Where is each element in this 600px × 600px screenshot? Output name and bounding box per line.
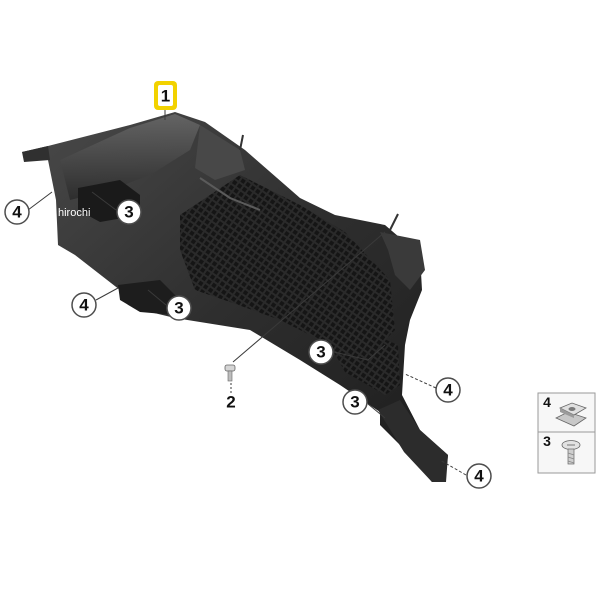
callout-part-1-label: 1: [161, 87, 170, 106]
callout-upper-left-4-label: 4: [12, 203, 22, 222]
callout-mid-right-4-label: 4: [443, 381, 453, 400]
legend-row-2-number: 3: [543, 433, 551, 449]
callout-part-2[interactable]: 2: [226, 393, 235, 412]
callout-mid-left-3-label: 3: [174, 299, 183, 318]
legend-row-clip-nut[interactable]: 4: [543, 394, 587, 427]
leader-ul-4: [27, 191, 53, 211]
legend-row-1-number: 4: [543, 394, 551, 410]
panel-left-tab: [22, 146, 50, 162]
ventilation-grille: [180, 175, 395, 355]
panel-lower-leg: [378, 400, 448, 482]
right-bracket: [380, 232, 425, 290]
leader-mr-3: [333, 344, 386, 361]
inner-rib: [199, 177, 261, 211]
leader-ml-3: [147, 289, 167, 306]
legend-row-screw[interactable]: 3: [543, 433, 581, 465]
callout-upper-left-3[interactable]: 3: [116, 199, 142, 225]
leader-mr-4: [404, 373, 437, 389]
clip-nut-icon: [555, 402, 587, 427]
callout-mid-right-3[interactable]: 3: [308, 339, 334, 365]
lower-grille: [330, 335, 400, 395]
panel-ridge: [195, 125, 245, 180]
callout-lower-3[interactable]: 3: [342, 389, 368, 415]
callout-upper-left-3-label: 3: [124, 203, 133, 222]
callout-mid-left-4-label: 4: [79, 296, 89, 315]
callout-lower-3-label: 3: [350, 393, 359, 412]
fastener-legend: 4 3: [537, 392, 596, 474]
stud-right: [389, 213, 399, 231]
callout-part-2-label: 2: [226, 393, 235, 412]
leader-2-long: [232, 231, 386, 363]
left-pocket-lower: [118, 280, 180, 315]
leader-lo-4: [439, 459, 467, 476]
watermark-text: hirochi: [58, 207, 90, 219]
leader-ml-4: [95, 287, 119, 301]
screw-icon: [561, 440, 581, 465]
callout-lower-4[interactable]: 4: [466, 463, 492, 489]
stud-top: [239, 134, 244, 151]
callout-lower-4-label: 4: [474, 467, 484, 486]
leader-lines: [27, 110, 467, 476]
leader-ul-3: [91, 191, 117, 211]
leader-lo-3: [367, 403, 386, 419]
panel-top-surface: [60, 114, 200, 200]
callout-mid-right-4[interactable]: 4: [435, 377, 461, 403]
screw-part-2: [224, 364, 236, 382]
callout-part-1[interactable]: 1: [154, 81, 177, 110]
callout-upper-left-4[interactable]: 4: [4, 199, 30, 225]
callout-mid-left-4[interactable]: 4: [71, 292, 97, 318]
callout-mid-right-3-label: 3: [316, 343, 325, 362]
callout-mid-left-3[interactable]: 3: [166, 295, 192, 321]
